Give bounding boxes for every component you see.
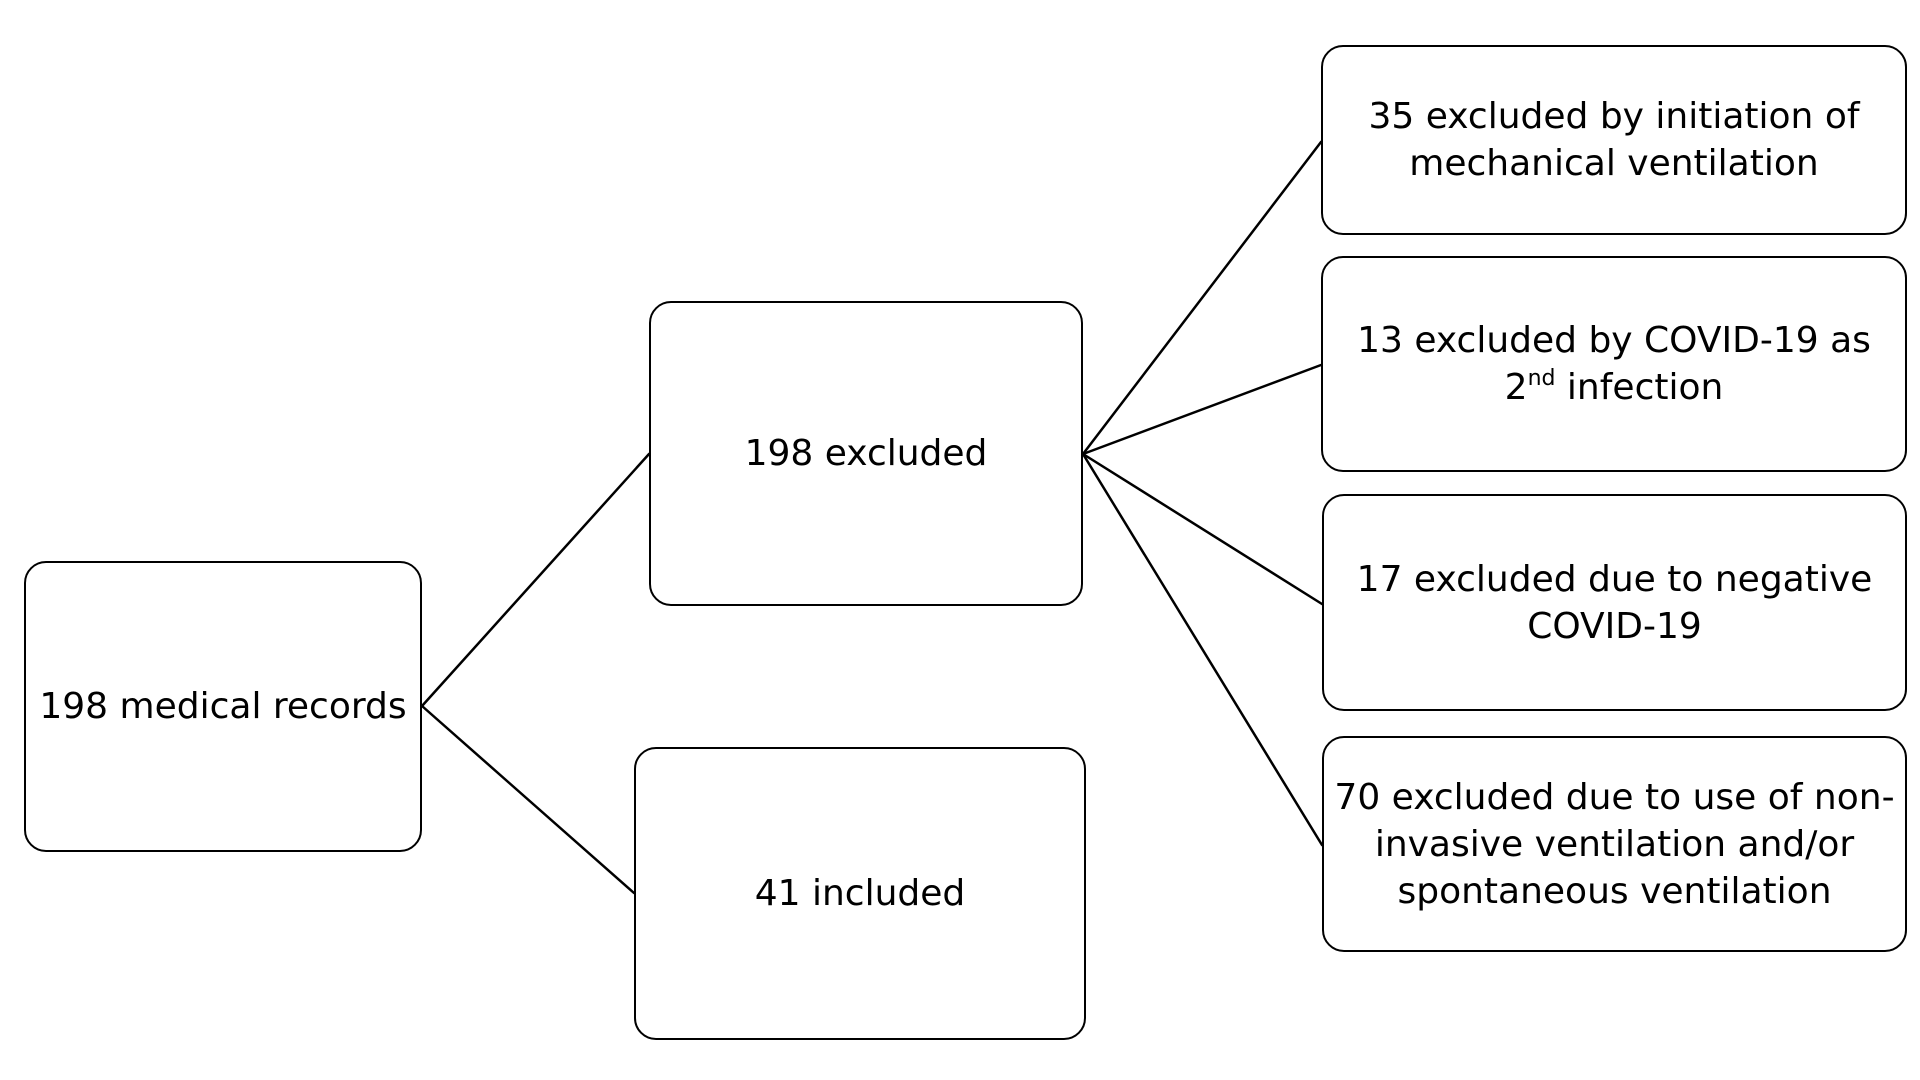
connector-excluded-to-reason-1	[1081, 140, 1323, 456]
node-exclusion-mechanical-ventilation: 35 excluded by initiation of mechanical …	[1321, 45, 1907, 235]
node-excluded-total-label: 198 excluded	[744, 433, 988, 474]
reason-3-line-2: COVID-19	[1527, 605, 1702, 647]
reason-4-line-3: spontaneous ventilation	[1397, 870, 1832, 912]
reason-2-ordinal-suffix: nd	[1527, 366, 1556, 391]
node-exclusion-negative-covid: 17 excluded due to negative COVID-19	[1322, 494, 1907, 711]
node-included-label: 41 included	[754, 873, 966, 914]
node-exclusion-non-invasive-ventilation-text: 70 excluded due to use of non- invasive …	[1334, 774, 1894, 915]
node-exclusion-secondary-infection: 13 excluded by COVID-19 as 2nd infection	[1321, 256, 1907, 472]
reason-2-ordinal-number: 2	[1504, 367, 1528, 408]
node-exclusion-non-invasive-ventilation: 70 excluded due to use of non- invasive …	[1322, 736, 1907, 952]
connector-records-to-included	[420, 704, 636, 895]
node-exclusion-negative-covid-text: 17 excluded due to negative COVID-19	[1357, 556, 1873, 650]
reason-4-line-1: 70 excluded due to use of non-	[1334, 776, 1895, 818]
connector-excluded-to-reason-4	[1081, 452, 1324, 847]
node-included: 41 included	[634, 747, 1086, 1040]
node-excluded-total: 198 excluded	[649, 301, 1083, 606]
node-exclusion-secondary-infection-text: 13 excluded by COVID-19 as 2nd infection	[1357, 317, 1871, 411]
node-medical-records: 198 medical records	[24, 561, 422, 852]
connector-excluded-to-reason-2	[1081, 363, 1323, 456]
reason-2-line-2-rest: infection	[1555, 367, 1724, 408]
reason-4-line-2: invasive ventilation and/or	[1374, 823, 1855, 865]
reason-2-line-1: 13 excluded by COVID-19 as	[1357, 320, 1871, 361]
connector-records-to-excluded	[420, 452, 651, 708]
node-medical-records-label: 198 medical records	[39, 686, 407, 727]
reason-1-line-1: 35 excluded by initiation of	[1368, 96, 1860, 137]
reason-3-line-1: 17 excluded due to negative	[1356, 558, 1873, 600]
connector-excluded-to-reason-3	[1081, 452, 1324, 606]
reason-1-line-2: mechanical ventilation	[1409, 143, 1819, 184]
node-exclusion-mechanical-ventilation-text: 35 excluded by initiation of mechanical …	[1368, 93, 1859, 187]
reason-2-line-2: 2nd infection	[1357, 364, 1871, 411]
